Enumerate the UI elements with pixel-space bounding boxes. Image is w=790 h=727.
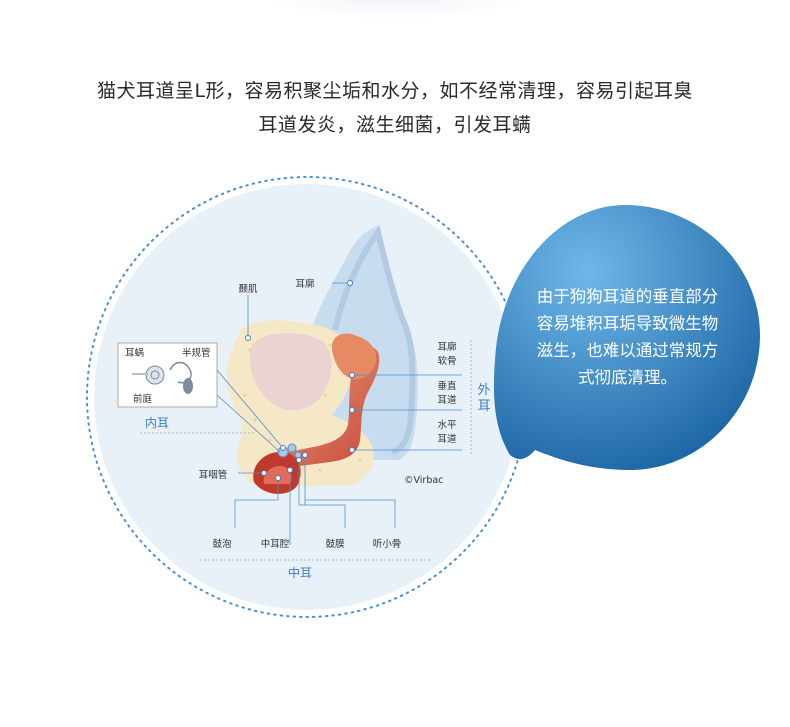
ossicle-3 <box>294 451 302 459</box>
leader-lines <box>216 282 462 545</box>
label-middle-ear: 中耳 <box>288 565 312 580</box>
speech-bubble <box>493 205 760 470</box>
intro-text: 猫犬耳道呈L形，容易积聚尘垢和水分，如不经常清理，容易引起耳臭 耳道发炎，滋生细… <box>0 74 790 142</box>
label-vertical-canal-2: 耳道 <box>437 394 457 406</box>
credit-text: ©Virbac <box>404 475 443 486</box>
label-horizontal-canal-1: 水平 <box>437 419 457 431</box>
label-inner-ear: 内耳 <box>145 416 169 430</box>
label-eustachian: 耳咽管 <box>199 469 228 481</box>
label-semicircular: 半规管 <box>182 347 211 359</box>
vestibule-shape <box>183 378 193 394</box>
top-decoration <box>260 0 530 20</box>
bubble-text: 由于狗狗耳道的垂直部分 容易堆积耳垢导致微生物 滋生，也难以通过常规方 式彻底清… <box>500 283 755 391</box>
label-vestibule: 前庭 <box>133 393 153 405</box>
label-outer-ear-2: 耳 <box>477 399 490 414</box>
label-auricular-cartilage-1: 耳廓 <box>437 341 457 353</box>
label-temporalis: 颞肌 <box>238 284 258 295</box>
label-bulla: 鼓泡 <box>212 538 232 550</box>
leader-dots <box>245 280 355 481</box>
bubble-line-3: 滋生，也难以通过常规方 <box>536 341 719 360</box>
pinna-rim <box>332 224 416 455</box>
label-eardrum: 鼓膜 <box>325 538 345 550</box>
label-auricular-cartilage-2: 软骨 <box>437 355 456 367</box>
intro-line-2: 耳道发炎，滋生细菌，引发耳螨 <box>258 114 532 136</box>
bubble-line-2: 容易堆积耳垢导致微生物 <box>536 314 719 333</box>
cochlea-shape <box>145 365 165 385</box>
bubble-line-4: 式彻底清理。 <box>578 368 677 387</box>
label-pinna: 耳廓 <box>295 278 315 290</box>
bubble-line-1: 由于狗狗耳道的垂直部分 <box>536 287 719 306</box>
label-horizontal-canal-2: 耳道 <box>437 433 457 445</box>
bulla-cavity <box>263 466 292 484</box>
label-vertical-canal-1: 垂直 <box>437 380 457 392</box>
temporal-muscle <box>250 333 332 411</box>
auricular-cartilage <box>331 333 377 380</box>
ossicle-2 <box>287 443 297 453</box>
label-cochlea: 耳蜗 <box>125 348 144 359</box>
intro-line-1: 猫犬耳道呈L形，容易积聚尘垢和水分，如不经常清理，容易引起耳臭 <box>96 80 694 102</box>
label-middle-cavity: 中耳腔 <box>261 538 290 550</box>
label-outer-ear-1: 外 <box>477 383 490 398</box>
label-ossicles: 听小骨 <box>373 539 402 550</box>
